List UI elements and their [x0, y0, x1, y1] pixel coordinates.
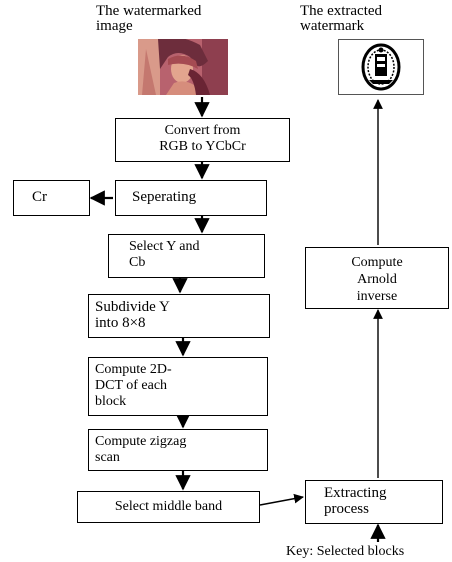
lena-photo-icon [138, 39, 228, 95]
arnold-box: Compute Arnold inverse [305, 247, 449, 309]
middle-band-box: Select middle band [77, 491, 260, 523]
emblem-logo-icon [338, 39, 424, 95]
key-label: Key: Selected blocks [286, 544, 405, 559]
subdivide-box: Subdivide Y into 8×8 [88, 294, 270, 338]
compute-dct-box: Compute 2D- DCT of each block [88, 357, 268, 416]
separating-box: Seperating [115, 180, 267, 216]
watermarked-image-label: The watermarked image [96, 3, 202, 34]
select-y-cb-box: Select Y and Cb [108, 234, 265, 278]
extracted-watermark-label: The extracted watermark [300, 3, 383, 34]
arrow-middleband-to-extracting [259, 493, 304, 506]
extracting-box: Extracting process [305, 480, 443, 524]
zigzag-box: Compute zigzag scan [88, 429, 268, 471]
convert-box: Convert from RGB to YCbCr [115, 118, 290, 162]
cr-box: Cr [13, 180, 90, 216]
